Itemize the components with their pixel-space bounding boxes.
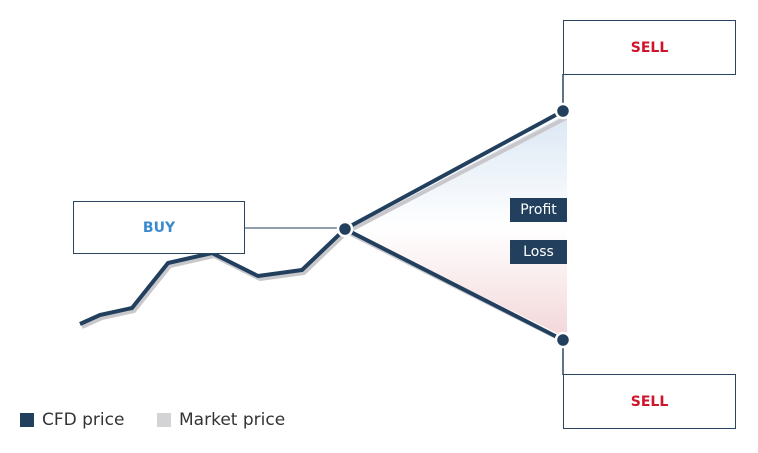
sell-top-point — [554, 102, 572, 120]
sell-bottom-point — [554, 331, 572, 349]
market-swatch-icon — [157, 413, 171, 427]
loss-label: Loss — [510, 240, 567, 264]
legend-market: Market price — [157, 410, 285, 430]
cfd-price-loss — [344, 227, 564, 342]
cfd-swatch-icon — [20, 413, 34, 427]
buy-box: BUY — [73, 201, 245, 254]
sell-bottom-box: SELL — [563, 374, 736, 429]
legend-cfd: CFD price — [20, 410, 124, 430]
profit-label: Profit — [510, 198, 567, 222]
legend-cfd-label: CFD price — [42, 410, 125, 430]
buy-point — [336, 220, 354, 238]
legend-market-label: Market price — [179, 410, 286, 430]
sell-top-box: SELL — [563, 20, 736, 75]
